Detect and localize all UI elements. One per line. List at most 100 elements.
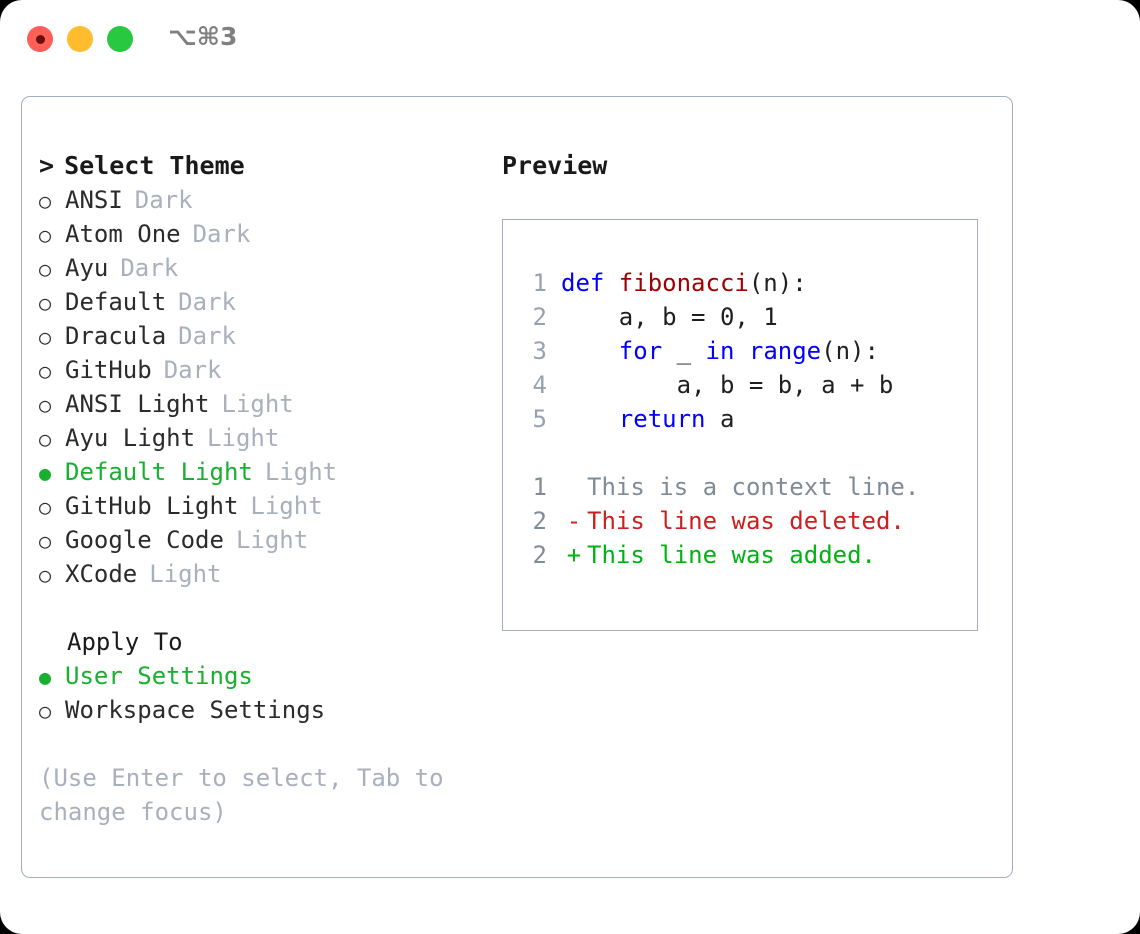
theme-list-item[interactable]: ● Default Light Light (39, 455, 479, 489)
code-token-plain (561, 337, 619, 365)
theme-name: Default (65, 288, 167, 316)
caret-icon: > (39, 151, 55, 180)
theme-list-item[interactable]: ○ Google Code Light (39, 523, 479, 557)
diff-marker-add: + (566, 541, 582, 569)
diff-block: 1 This is a context line.2-This line was… (519, 470, 969, 572)
code-line-number: 1 (532, 269, 547, 297)
theme-category: Dark (178, 322, 236, 350)
code-token-kw: range (748, 337, 822, 365)
theme-category: Light (250, 492, 323, 520)
theme-list-item[interactable]: ○ Ayu Light Light (39, 421, 479, 455)
traffic-lights (27, 26, 133, 52)
code-token-plain: a (705, 405, 735, 433)
apply-to-option[interactable]: ○ Workspace Settings (39, 693, 479, 727)
code-line: 1 def fibonacci(n): (519, 266, 969, 300)
theme-name: Default Light (65, 458, 253, 486)
radio-selected-icon: ● (39, 461, 52, 485)
code-line: 5 return a (519, 402, 969, 436)
code-token-plain (561, 405, 619, 433)
code-diff-gap (519, 436, 969, 470)
diff-line: 2+This line was added. (519, 538, 969, 572)
radio-unselected-icon: ○ (39, 699, 52, 723)
code-token-kw: for (618, 337, 663, 365)
code-token-plain (734, 337, 748, 365)
theme-name: XCode (65, 560, 138, 588)
window-titlebar: ⌥⌘3 (0, 0, 1140, 80)
theme-list-title: Select Theme (64, 151, 245, 180)
code-line-text: return a (561, 402, 735, 436)
diff-line: 2-This line was deleted. (519, 504, 969, 538)
diff-line-number: 2 (532, 507, 547, 535)
code-line-number: 5 (532, 405, 547, 433)
code-line: 2 a, b = 0, 1 (519, 300, 969, 334)
minimize-button[interactable] (67, 26, 93, 52)
apply-to-list: ● User Settings ○ Workspace Settings (39, 659, 479, 727)
theme-name: Ayu Light (65, 424, 196, 452)
theme-name: GitHub Light (65, 492, 239, 520)
code-token-plain: (n): (821, 337, 879, 365)
radio-unselected-icon: ○ (39, 189, 52, 213)
theme-category: Light (235, 526, 309, 554)
theme-category: Light (264, 458, 338, 486)
list-spacer (39, 591, 479, 625)
theme-name: Atom One (65, 220, 181, 248)
preview-title: Preview (502, 151, 608, 180)
code-line-number: 4 (532, 371, 547, 399)
radio-unselected-icon: ○ (39, 495, 52, 519)
radio-unselected-icon: ○ (39, 223, 52, 247)
code-token-plain: _ (662, 337, 706, 365)
diff-line-number: 1 (532, 473, 547, 501)
theme-category: Light (221, 390, 294, 418)
code-line-text: a, b = b, a + b (561, 368, 894, 402)
apply-to-label: Workspace Settings (65, 696, 326, 724)
apply-to-header: Apply To (67, 628, 183, 656)
code-line: 3 for _ in range(n): (519, 334, 969, 368)
code-line: 4 a, b = b, a + b (519, 368, 969, 402)
theme-category: Dark (134, 186, 193, 214)
code-token-kw: in (705, 337, 735, 365)
radio-unselected-icon: ○ (39, 257, 52, 281)
theme-category: Light (149, 560, 222, 588)
code-line-number: 2 (532, 303, 547, 331)
radio-unselected-icon: ○ (39, 529, 52, 553)
theme-name: Google Code (65, 526, 224, 554)
diff-line-number: 2 (532, 541, 547, 569)
diff-line: 1 This is a context line. (519, 470, 969, 504)
code-line-text: a, b = 0, 1 (561, 300, 778, 334)
code-token-plain: (n): (748, 269, 807, 297)
code-token-kw: def (561, 269, 619, 297)
close-button[interactable] (27, 26, 53, 52)
theme-list-item[interactable]: ○ GitHub Dark (39, 353, 479, 387)
radio-selected-icon: ● (39, 665, 52, 689)
theme-list-item[interactable]: ○ GitHub Light Light (39, 489, 479, 523)
radio-unselected-icon: ○ (39, 393, 52, 417)
maximize-button[interactable] (107, 26, 133, 52)
theme-name: GitHub (65, 356, 152, 384)
window-shortcut-label: ⌥⌘3 (168, 22, 238, 51)
apply-to-option[interactable]: ● User Settings (39, 659, 479, 693)
radio-unselected-icon: ○ (39, 325, 52, 349)
diff-marker-ctx (561, 470, 587, 504)
theme-name: Ayu (65, 254, 109, 282)
radio-unselected-icon: ○ (39, 359, 52, 383)
theme-category: Light (207, 424, 280, 452)
radio-unselected-icon: ○ (39, 427, 52, 451)
code-line-number: 3 (532, 337, 547, 365)
code-line-text: def fibonacci(n): (561, 266, 807, 300)
theme-category: Dark (163, 356, 222, 384)
keyboard-hint: (Use Enter to select, Tab to change focu… (39, 764, 444, 826)
apply-to-label: User Settings (65, 662, 253, 690)
radio-unselected-icon: ○ (39, 291, 52, 315)
